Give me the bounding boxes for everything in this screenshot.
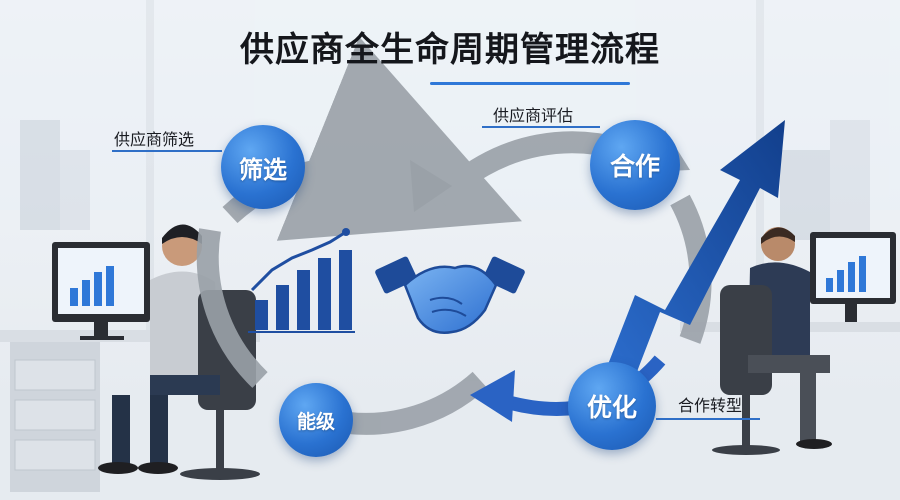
node-optimize-label: 优化 <box>586 393 637 422</box>
handshake-icon <box>375 256 525 334</box>
node-cooperate-label: 合作 <box>609 152 660 181</box>
callout-evaluate-line <box>482 126 600 128</box>
callout-screen: 供应商筛选 <box>114 130 195 149</box>
node-bottom-label: 能级 <box>296 410 335 433</box>
node-optimize: 优化 <box>568 362 656 450</box>
callout-screen-line <box>112 150 222 152</box>
title-underline <box>430 82 630 85</box>
growth-arrow-icon <box>600 120 785 395</box>
callout-transform: 合作转型 <box>678 396 743 415</box>
node-cooperate: 合作 <box>590 120 680 210</box>
node-bottom: 能级 <box>279 383 353 457</box>
page-title: 供应商全生命周期管理流程 <box>240 30 660 70</box>
node-screen-label: 筛选 <box>239 155 287 184</box>
node-screen: 筛选 <box>221 125 305 209</box>
right-workstation <box>680 227 900 455</box>
bar-chart-icon <box>248 228 355 333</box>
flow-arrow-head <box>410 160 452 212</box>
callout-transform-line <box>656 418 760 420</box>
callout-evaluate: 供应商评估 <box>493 106 574 125</box>
